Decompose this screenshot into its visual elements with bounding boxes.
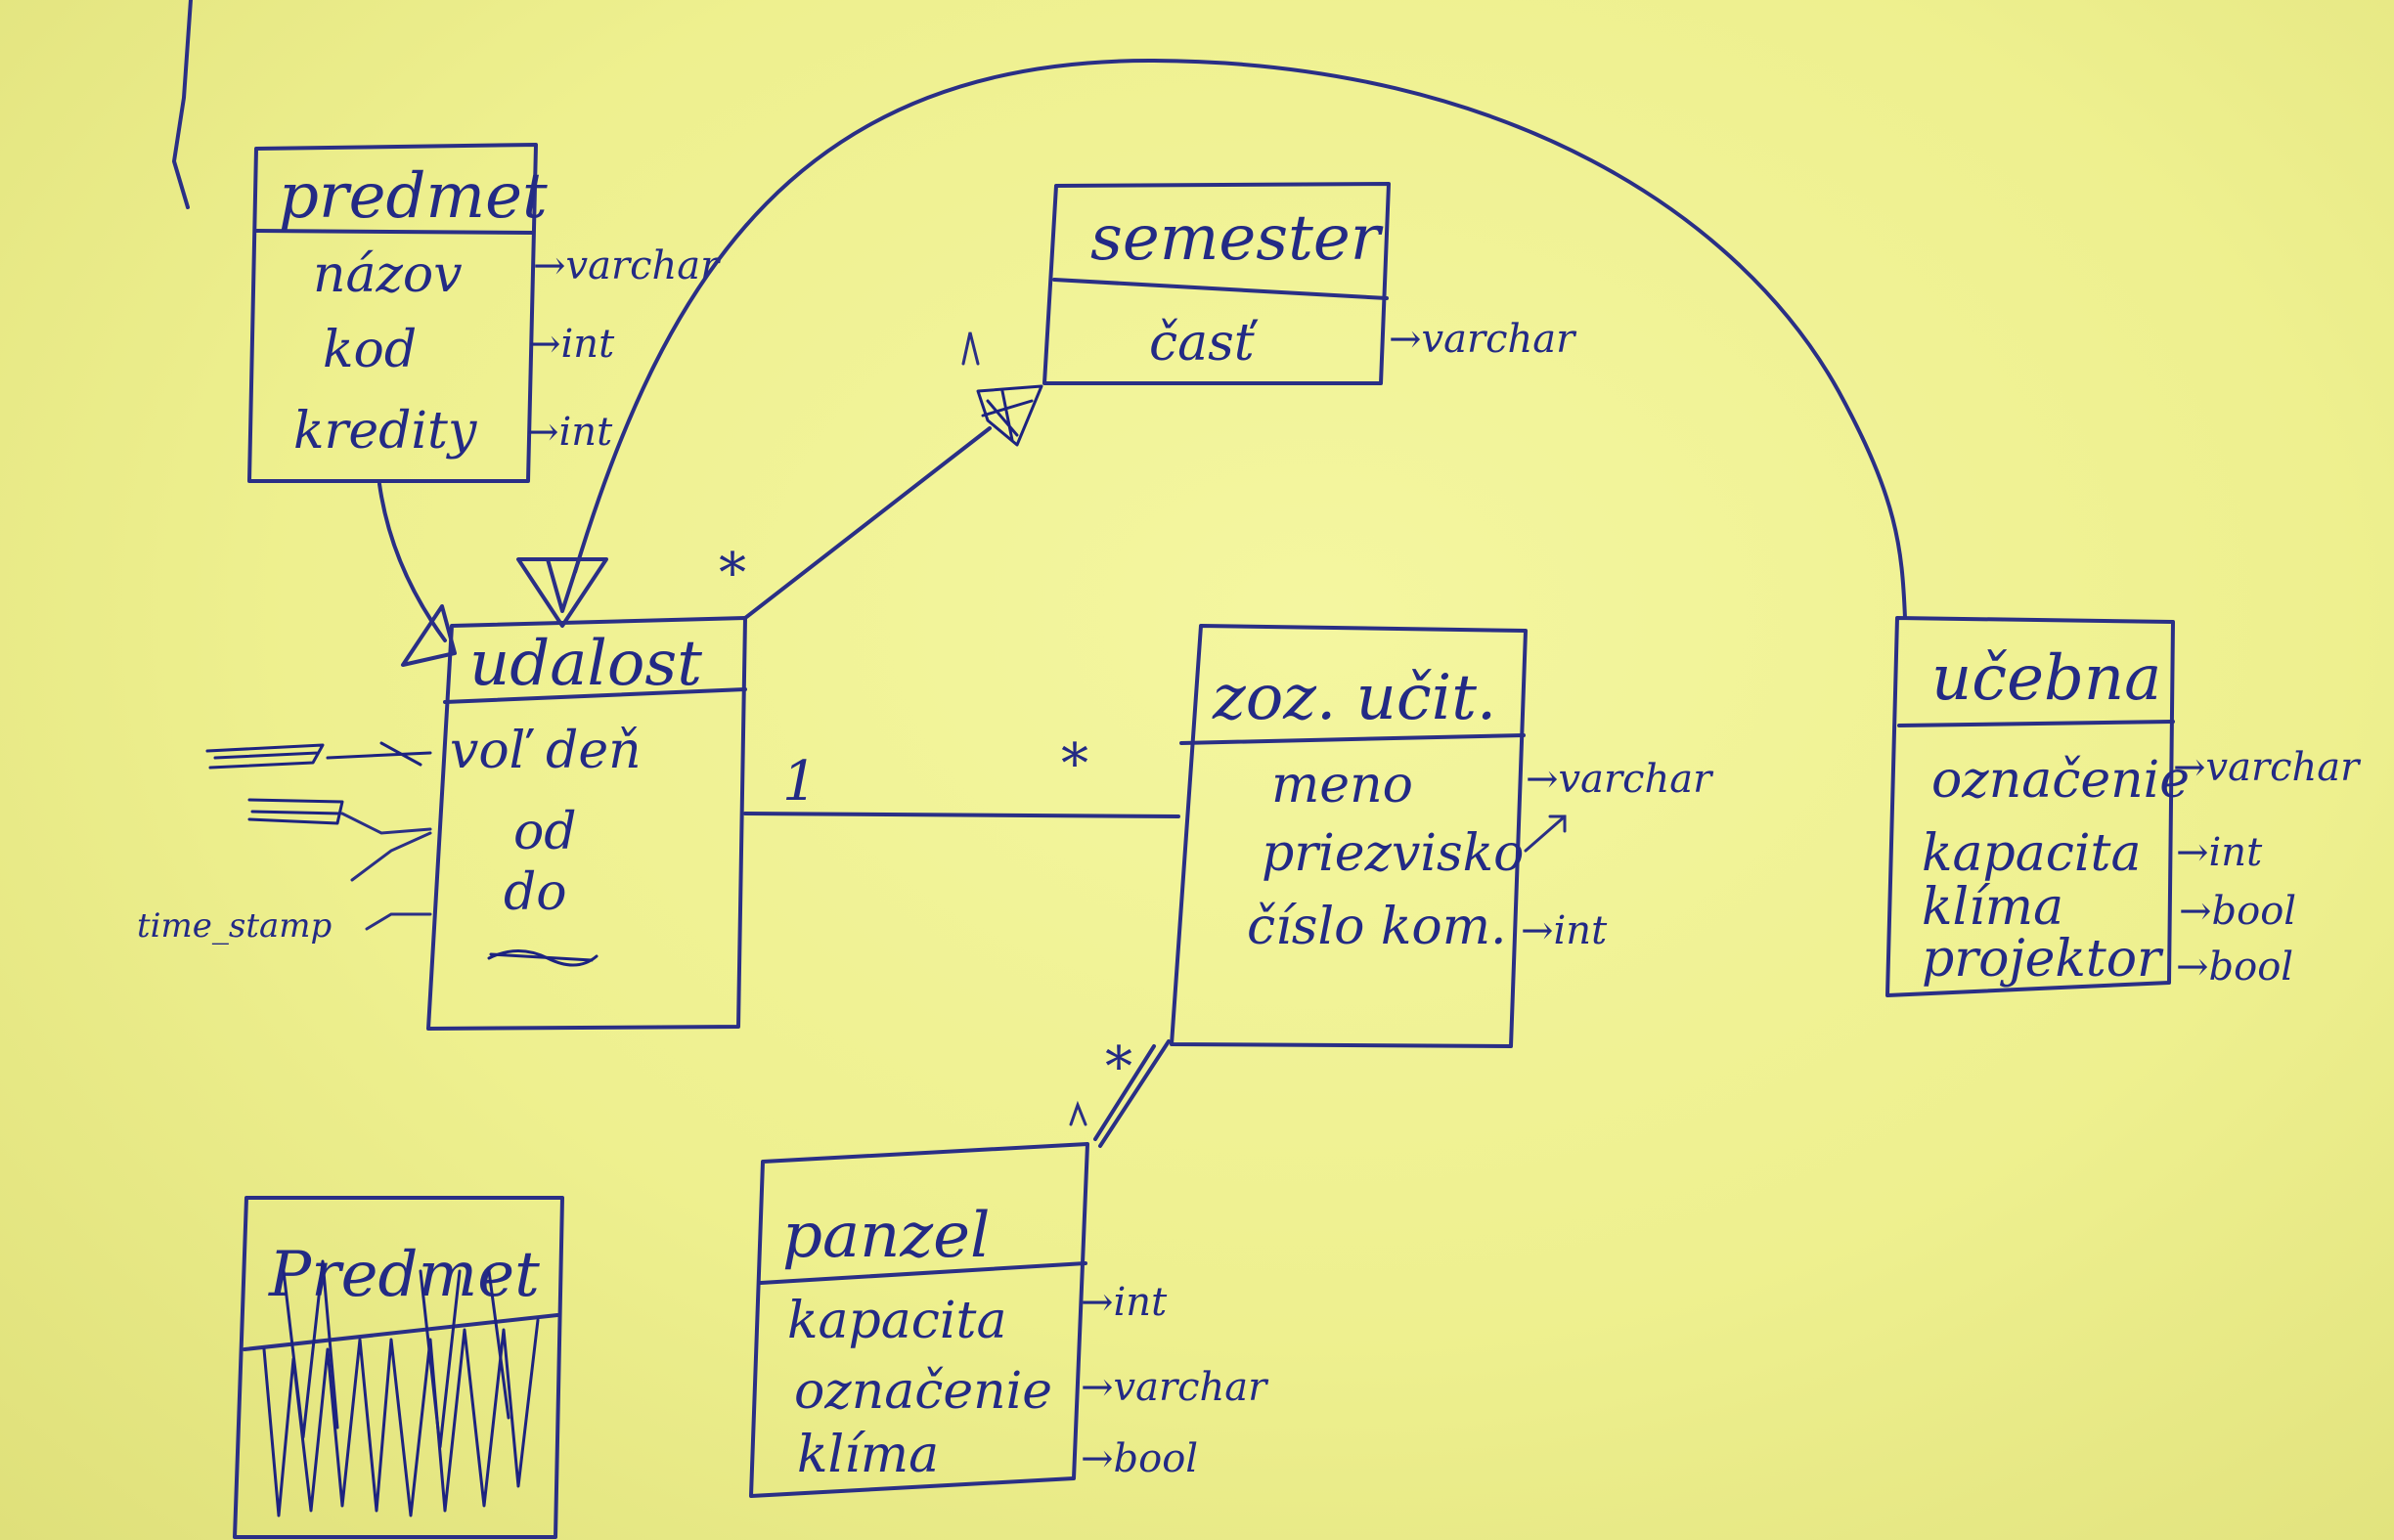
struck-labels: time_stamp bbox=[137, 741, 432, 946]
class-semester: semester časť →varchar bbox=[1042, 182, 1577, 385]
zoz-type-cislo-kom: →int bbox=[1521, 908, 1608, 953]
class-semester-title: semester bbox=[1090, 202, 1384, 275]
ucebna-type-oznacenie: →varchar bbox=[2173, 745, 2362, 790]
assoc-udalost-ucebna bbox=[516, 58, 1907, 628]
mult-zoz-panzel: * bbox=[1105, 1035, 1132, 1099]
assoc-predmet-udalost bbox=[377, 482, 457, 667]
class-udalost-title: udalost bbox=[469, 628, 702, 700]
panzel-type-kapacita: →int bbox=[1081, 1280, 1168, 1325]
ucebna-attr-kapacita: kapacita bbox=[1922, 824, 2141, 883]
ucebna-type-kapacita: →int bbox=[2176, 830, 2263, 875]
class-ucebna-title: učebna bbox=[1931, 642, 2161, 715]
class-predmet-title: predmet bbox=[279, 160, 548, 233]
class-zoz-ucit: zoz. učit. meno priezvisko číslo kom. →v… bbox=[1170, 624, 1714, 1048]
class-panzel-title: panzel bbox=[782, 1200, 990, 1272]
ucebna-attr-oznacenie: označenie bbox=[1931, 751, 2190, 810]
udalost-attr-do: do bbox=[504, 863, 567, 922]
zoz-type-meno: →varchar bbox=[1526, 757, 1714, 802]
assoc-udalost-zoz: 1 * bbox=[743, 732, 1180, 818]
class-predmet-struck: Predmet bbox=[233, 1196, 564, 1539]
struck-predmet-title: Predmet bbox=[268, 1239, 540, 1311]
mult-udalost-semester: * bbox=[719, 542, 746, 605]
panzel-attr-oznacenie: označenie bbox=[794, 1362, 1052, 1421]
class-ucebna: učebna označenie kapacita klíma projekto… bbox=[1885, 616, 2362, 997]
panzel-type-oznacenie: →varchar bbox=[1081, 1365, 1269, 1410]
margin-stroke bbox=[172, 0, 193, 209]
zoz-attr-cislo-kom: číslo kom. bbox=[1247, 898, 1507, 956]
class-predmet: predmet názov kod kredity →varchar →int … bbox=[247, 143, 722, 483]
assoc-udalost-semester: * bbox=[719, 331, 1043, 620]
predmet-type-kredity: →int bbox=[526, 410, 613, 455]
ucebna-type-projektor: →bool bbox=[2176, 945, 2293, 990]
assoc-zoz-panzel: * bbox=[1069, 1035, 1171, 1148]
class-panzel: panzel kapacita označenie klíma →int →va… bbox=[749, 1142, 1269, 1498]
predmet-attr-kod: kod bbox=[323, 321, 417, 379]
ucebna-attr-klima: klíma bbox=[1922, 878, 2063, 937]
class-zoz-ucit-title: zoz. učit. bbox=[1212, 662, 1496, 734]
semester-attr-cast: časť bbox=[1149, 314, 1259, 373]
predmet-type-kod: →int bbox=[528, 322, 615, 367]
mult-udalost-zoz-one: 1 bbox=[782, 750, 818, 814]
predmet-attr-kredity: kredity bbox=[293, 402, 477, 461]
semester-type-cast: →varchar bbox=[1389, 317, 1577, 362]
udalost-attr-vol-den: voľ deň bbox=[450, 722, 642, 780]
panzel-attr-kapacita: kapacita bbox=[787, 1292, 1006, 1350]
zoz-attr-meno: meno bbox=[1271, 756, 1413, 814]
class-udalost: udalost voľ deň od do bbox=[426, 616, 747, 1031]
predmet-attr-nazov: názov bbox=[313, 245, 463, 304]
predmet-type-nazov: →varchar bbox=[533, 243, 722, 288]
panzel-attr-klima: klíma bbox=[797, 1426, 939, 1484]
ucebna-attr-projektor: projektor bbox=[1922, 930, 2164, 989]
udalost-attr-od: od bbox=[513, 803, 577, 861]
panzel-type-klima: →bool bbox=[1081, 1436, 1198, 1481]
ucebna-type-klima: →bool bbox=[2179, 889, 2296, 934]
zoz-attr-priezvisko: priezvisko bbox=[1262, 824, 1524, 883]
mult-udalost-zoz-star: * bbox=[1061, 732, 1088, 796]
label-time-stamp: time_stamp bbox=[137, 906, 332, 946]
